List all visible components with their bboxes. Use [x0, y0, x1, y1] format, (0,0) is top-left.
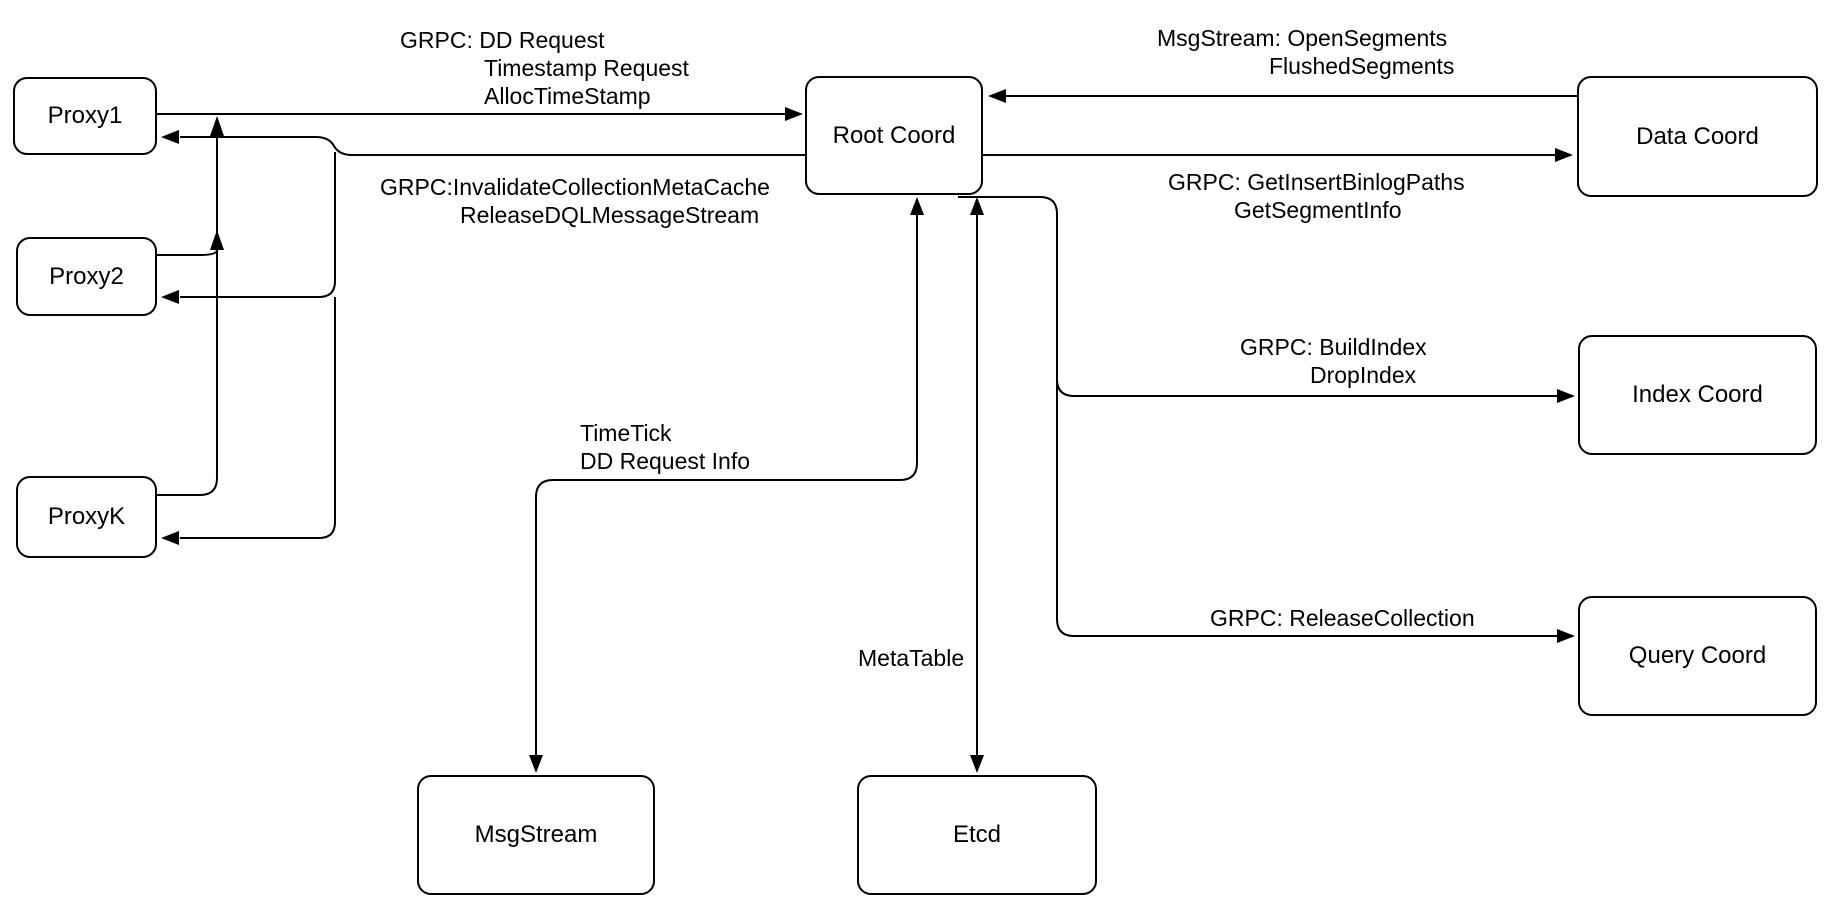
label-line: GRPC: GetInsertBinlogPaths — [1168, 169, 1465, 195]
label-line: GRPC: DD Request — [400, 27, 605, 53]
node-root-coord-label: Root Coord — [832, 121, 956, 149]
node-proxy1: Proxy1 — [13, 77, 157, 155]
label-grpc-invalidate-metacache: GRPC:InvalidateCollectionMetaCache Relea… — [380, 173, 770, 229]
node-index-coord: Index Coord — [1578, 335, 1817, 455]
label-line: GetSegmentInfo — [1234, 197, 1402, 223]
node-data-coord-label: Data Coord — [1636, 122, 1759, 150]
node-query-coord-label: Query Coord — [1628, 642, 1767, 669]
arrowhead-into-proxy2-icon — [161, 290, 179, 304]
label-line: MetaTable — [858, 645, 965, 671]
label-line: GRPC:InvalidateCollectionMetaCache — [380, 174, 770, 200]
edge-proxy2-out — [157, 249, 218, 256]
node-data-coord: Data Coord — [1577, 76, 1818, 197]
label-line: DD Request Info — [580, 448, 751, 474]
arrowhead-into-rootcoord-bottom-left-icon — [910, 197, 924, 215]
node-proxy2-label: Proxy2 — [49, 262, 124, 290]
edge-proxyk-out-bus — [157, 135, 218, 496]
node-query-coord: Query Coord — [1578, 596, 1817, 716]
node-proxy1-label: Proxy1 — [47, 102, 123, 129]
node-root-coord: Root Coord — [805, 76, 983, 195]
label-timetick: TimeTick DD Request Info — [580, 419, 750, 475]
node-etcd-label: Etcd — [952, 821, 1002, 848]
label-line: FlushedSegments — [1269, 53, 1455, 79]
arrowhead-into-datacoord-icon — [1555, 148, 1573, 162]
arrowhead-into-indexcoord-icon — [1557, 389, 1575, 403]
node-index-coord-label: Index Coord — [1632, 381, 1763, 408]
node-msgstream: MsgStream — [417, 775, 655, 895]
node-proxyk: ProxyK — [16, 476, 157, 558]
edge-rootcoord-to-proxyk — [180, 297, 336, 539]
edge-rootcoord-to-proxy2 — [180, 152, 336, 298]
label-grpc-buildindex: GRPC: BuildIndex DropIndex — [1240, 333, 1427, 389]
label-line: TimeTick — [580, 420, 672, 446]
arrowhead-into-proxy1-icon — [161, 130, 179, 144]
label-line: MsgStream: OpenSegments — [1157, 25, 1448, 51]
label-msgstream-opensegments: MsgStream: OpenSegments FlushedSegments — [1157, 24, 1454, 80]
arrowhead-bus-top-icon — [210, 116, 224, 136]
label-line: DropIndex — [1310, 362, 1417, 388]
edge-rootcoord-to-proxy1 — [180, 136, 805, 156]
arrowhead-into-rootcoord-bottom-right-icon — [970, 197, 984, 215]
label-line: AllocTimeStamp — [484, 83, 651, 109]
label-line: GRPC: ReleaseCollection — [1210, 605, 1475, 631]
node-msgstream-label: MsgStream — [474, 821, 598, 848]
label-line: GRPC: BuildIndex — [1240, 334, 1427, 360]
edge-rootcoord-to-querycoord — [1056, 214, 1558, 637]
label-line: Timestamp Request — [484, 55, 689, 81]
arrowhead-into-msgstream-icon — [529, 755, 543, 773]
node-proxy2: Proxy2 — [16, 237, 157, 316]
arrowhead-into-rootcoord-right-icon — [988, 89, 1006, 103]
arrowhead-into-querycoord-icon — [1557, 629, 1575, 643]
label-line: ReleaseDQLMessageStream — [460, 202, 760, 228]
label-grpc-dd-request: GRPC: DD Request Timestamp Request Alloc… — [400, 26, 689, 110]
node-proxyk-label: ProxyK — [47, 503, 126, 530]
arrowhead-into-etcd-icon — [970, 755, 984, 773]
label-grpc-getinsertbinlogpaths: GRPC: GetInsertBinlogPaths GetSegmentInf… — [1168, 168, 1465, 224]
node-etcd: Etcd — [857, 775, 1097, 895]
label-grpc-releasecollection: GRPC: ReleaseCollection — [1210, 604, 1475, 632]
label-metatable: MetaTable — [858, 644, 964, 672]
arrowhead-into-proxyk-icon — [161, 531, 179, 545]
edge-rootcoord-msgstream — [535, 214, 918, 756]
arrowhead-into-rootcoord-left-icon — [785, 107, 803, 121]
